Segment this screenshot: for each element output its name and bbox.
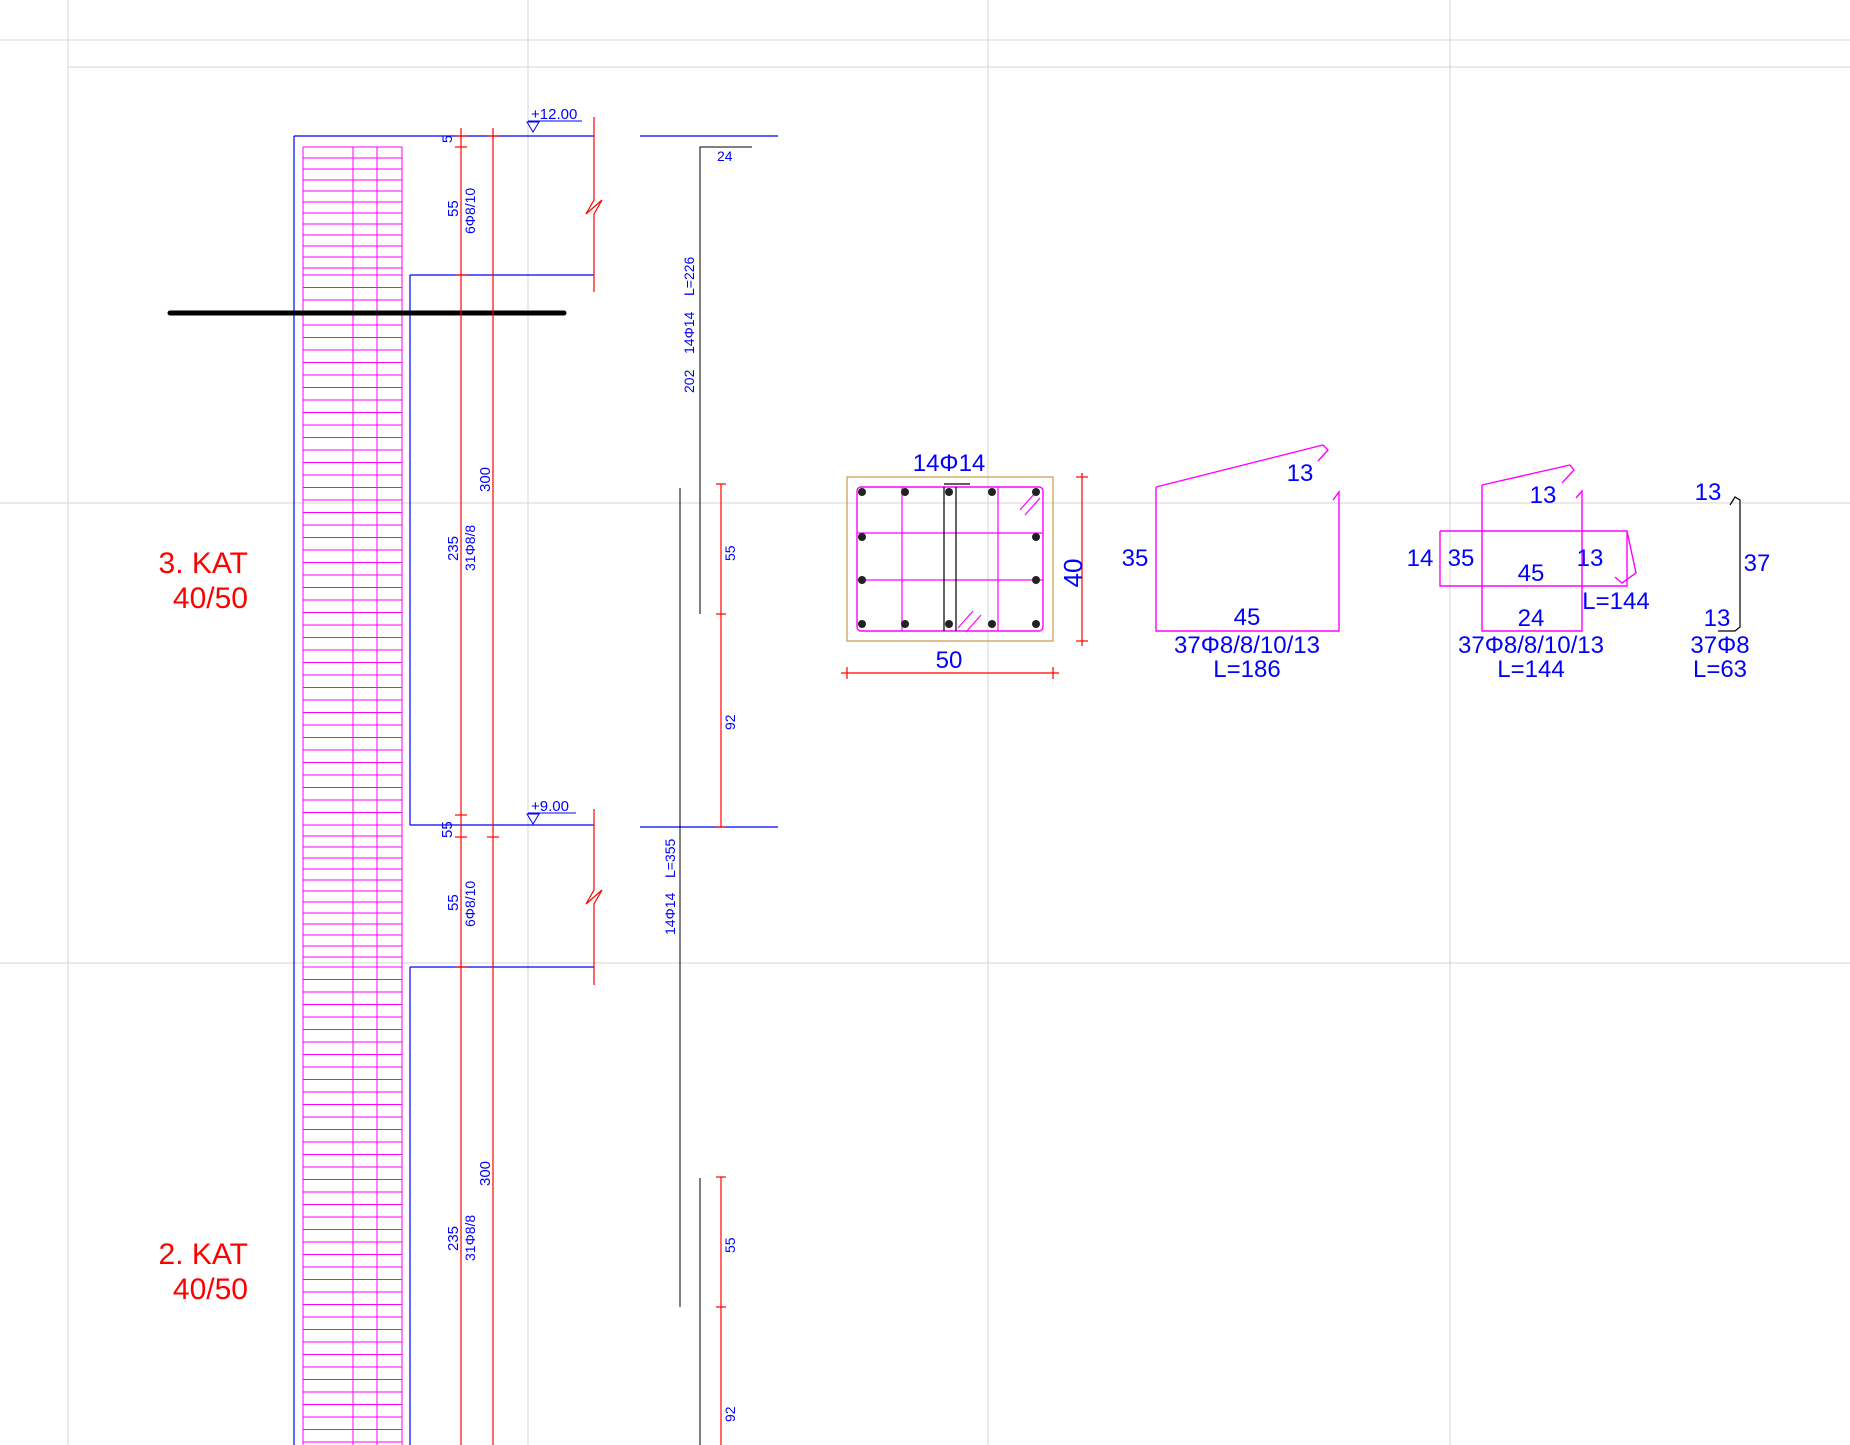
bar1-label: 14Φ14: [681, 311, 697, 354]
floor-label-2: 2. KAT: [159, 1238, 248, 1271]
column-cross-section: [841, 473, 1088, 679]
level-markers: [526, 120, 582, 825]
stirrup-hatch: [302, 146, 403, 1445]
tie-height: 37: [1744, 550, 1771, 577]
dim-stirrups-mid-b: 31Φ8/8: [462, 1215, 478, 1261]
stirrup-2-middle: 45: [1518, 560, 1545, 587]
tie-shape: [1718, 496, 1741, 632]
section-height: 40: [1058, 559, 1088, 588]
beam-break-lines: [585, 117, 603, 985]
stirrup-2-label: 37Φ8/8/10/13: [1458, 632, 1604, 659]
stirrup-1-shape: [1155, 444, 1340, 632]
bar1-straight: 202: [681, 369, 697, 393]
floor-dims-2: 40/50: [173, 1273, 248, 1306]
gap-a: 92: [722, 714, 738, 730]
stirrup-2-side-left: 14: [1407, 545, 1434, 572]
section-width: 50: [936, 647, 963, 674]
lap-b: 55: [722, 1237, 738, 1253]
dim-dense-zone-a: 55: [445, 200, 462, 217]
tie-hook-top: 13: [1695, 479, 1722, 506]
gap-b: 92: [722, 1406, 738, 1422]
tie-label: 37Φ8: [1690, 632, 1749, 659]
bar1-hook: 24: [717, 148, 733, 164]
stirrup-2-inner-length: L=144: [1582, 588, 1649, 615]
dim-stirrups-mid-a: 31Φ8/8: [462, 525, 478, 571]
bar2-length: L=355: [662, 838, 678, 878]
dim-stirrups-dense-b: 6Φ8/10: [462, 881, 478, 927]
stirrup-2-bottom: 24: [1518, 605, 1545, 632]
stirrup-2-side: 35: [1448, 545, 1475, 572]
stirrup-1-hook: 13: [1287, 460, 1314, 487]
stirrup-1-bottom: 45: [1234, 604, 1261, 631]
dim-top-cover: 5: [439, 135, 455, 143]
stirrup-1-side: 35: [1122, 545, 1149, 572]
stirrup-2-hook-right: 13: [1577, 545, 1604, 572]
column-elevation-outline: [293, 135, 778, 1445]
stirrup-1-label: 37Φ8/8/10/13: [1174, 632, 1320, 659]
dim-column-height-a: 300: [477, 467, 494, 492]
level-upper: +12.00: [531, 106, 577, 123]
dim-stirrups-dense-a: 6Φ8/10: [462, 188, 478, 234]
stirrup-2-length: L=144: [1497, 656, 1564, 683]
tie-length: L=63: [1693, 656, 1747, 683]
tie-hook-bottom: 13: [1704, 605, 1731, 632]
floor-dims-3: 40/50: [173, 582, 248, 615]
floor-label-3: 3. KAT: [159, 547, 248, 580]
section-bars: 14Φ14: [913, 450, 986, 477]
lap-a: 55: [722, 545, 738, 561]
stirrup-1-length: L=186: [1213, 656, 1280, 683]
vertical-dimension-lines: [455, 128, 726, 1445]
dim-joint-a: 55: [439, 821, 456, 838]
dim-column-height-b: 300: [477, 1161, 494, 1186]
level-lower: +9.00: [531, 798, 569, 815]
bar2-label: 14Φ14: [662, 892, 678, 935]
stirrup-2-shape: [1439, 464, 1637, 632]
stirrup-2-hook-top: 13: [1530, 482, 1557, 509]
bar1-length: L=226: [681, 256, 697, 296]
dim-mid-zone-b: 235: [445, 1226, 462, 1251]
dim-dense-zone-b: 55: [445, 894, 462, 911]
longitudinal-bars: [679, 146, 752, 1445]
dim-mid-zone-a: 235: [445, 536, 462, 561]
